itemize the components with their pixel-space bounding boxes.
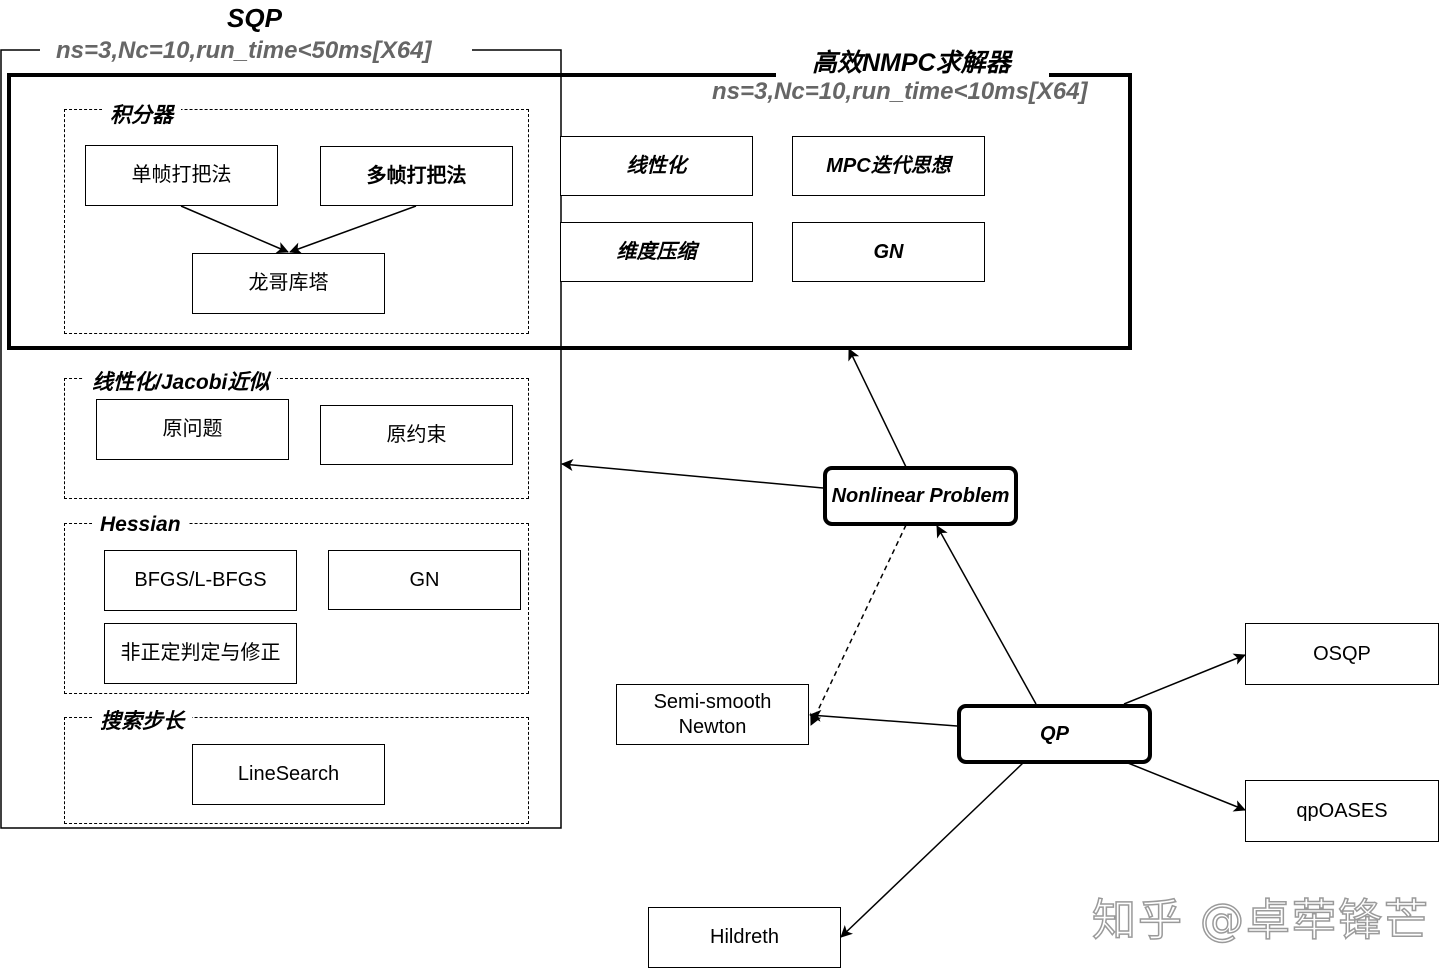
sqp-title: SQP (227, 3, 282, 33)
sqp-subtitle: ns=3,Nc=10,run_time<50ms[X64] (48, 37, 440, 65)
integrator-title: 积分器 (102, 99, 181, 129)
arrow-nlp-to-nmpc (848, 348, 907, 468)
nmpc-subtitle: ns=3,Nc=10,run_time<10ms[X64] (712, 78, 1088, 105)
original-problem-node: 原问题 (96, 399, 289, 460)
arrow-multi-to-rk (289, 205, 417, 254)
qp-node: QP (957, 704, 1152, 764)
arrow-single-to-rk (180, 205, 289, 254)
nmpc-dimension-compression-node: 维度压缩 (560, 222, 753, 282)
step-size-group (64, 717, 529, 824)
runge-kutta-node: 龙哥库塔 (192, 253, 385, 314)
nmpc-title: 高效NMPC求解器 (812, 49, 1011, 77)
hessian-title: Hessian (92, 513, 189, 537)
hessian-group (64, 523, 529, 694)
multi-shooting-node: 多帧打把法 (320, 146, 513, 206)
arrow-nlp-to-ssn-dashed (810, 524, 907, 726)
semi-smooth-newton-node: Semi-smooth Newton (616, 684, 809, 745)
watermark: 知乎 @卓荦锋芒 (1091, 894, 1430, 947)
qpoases-node: qpOASES (1245, 780, 1439, 842)
single-shooting-node: 单帧打把法 (85, 145, 278, 206)
arrow-qp-to-hildreth (840, 762, 1024, 938)
arrow-qp-to-qpoases (1127, 762, 1246, 812)
arrow-qp-to-nlp (936, 525, 1037, 705)
arrow-qp-to-ssn (809, 709, 958, 727)
sqp-frame (0, 49, 562, 829)
step-size-title: 搜索步长 (92, 705, 192, 735)
arrow-qp-to-osqp (1123, 653, 1246, 705)
linearization-title: 线性化/Jacobi近似 (84, 366, 278, 396)
nmpc-frame (7, 73, 1132, 350)
nonlinear-problem-node: Nonlinear Problem (823, 466, 1018, 526)
arrow-nlp-to-sqp (561, 459, 824, 489)
hessian-gn-node: GN (328, 550, 521, 610)
integrator-group (64, 109, 529, 334)
osqp-node: OSQP (1245, 623, 1439, 685)
original-constraints-node: 原约束 (320, 405, 513, 465)
nmpc-mpc-iteration-node: MPC迭代思想 (792, 136, 985, 196)
non-pd-correction-node: 非正定判定与修正 (104, 623, 297, 684)
line-search-node: LineSearch (192, 744, 385, 805)
linearization-group (64, 378, 529, 499)
nmpc-gn-node: GN (792, 222, 985, 282)
bfgs-node: BFGS/L-BFGS (104, 550, 297, 611)
hildreth-node: Hildreth (648, 907, 841, 968)
nmpc-linearization-node: 线性化 (560, 136, 753, 196)
